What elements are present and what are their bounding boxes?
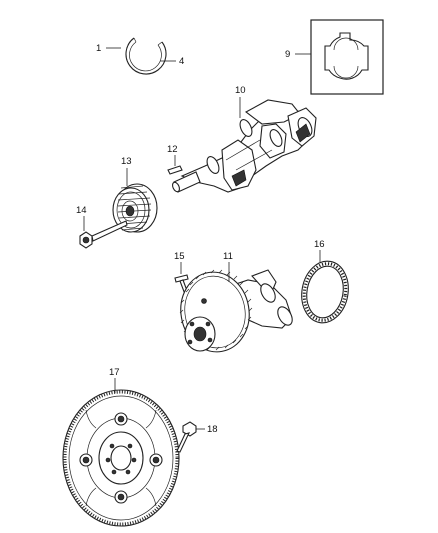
callout-11: 11 <box>223 251 233 282</box>
woodruff-key-part <box>167 165 183 175</box>
flexplate-bolt-part <box>176 421 197 453</box>
callout-label-10: 10 <box>235 85 246 96</box>
callout-16: 16 <box>314 239 325 262</box>
callout-label-15: 15 <box>174 251 185 262</box>
damper-pulley-part <box>112 183 158 233</box>
callout-label-18: 18 <box>207 424 218 435</box>
thrust-ring-part <box>125 37 167 75</box>
callout-label-14: 14 <box>76 205 87 216</box>
callout-15: 15 <box>174 251 185 274</box>
callout-label-12: 12 <box>167 144 178 155</box>
callout-18: 18 <box>196 424 218 435</box>
callout-1: 1 <box>96 43 121 54</box>
callout-14: 14 <box>76 205 87 231</box>
bearing-shell-box <box>310 19 384 95</box>
callout-label-17: 17 <box>109 367 120 378</box>
flexplate-part <box>62 389 180 527</box>
callout-label-16: 16 <box>314 239 325 250</box>
callout-4: 4 <box>160 56 184 67</box>
callout-13: 13 <box>121 156 132 186</box>
callout-9: 9 <box>285 49 311 60</box>
crankshaft-tone-wheel-part <box>179 269 293 353</box>
callout-10: 10 <box>235 85 246 118</box>
callout-label-9: 9 <box>285 49 290 60</box>
damper-bolt-part <box>79 220 128 249</box>
tone-ring-part <box>301 260 349 324</box>
callout-label-11: 11 <box>223 251 233 262</box>
callout-label-1: 1 <box>96 43 101 54</box>
callout-label-13: 13 <box>121 156 132 167</box>
callout-label-4: 4 <box>179 56 184 67</box>
callout-12: 12 <box>167 144 178 166</box>
crankshaft-part <box>172 99 317 193</box>
callout-17: 17 <box>109 367 120 393</box>
